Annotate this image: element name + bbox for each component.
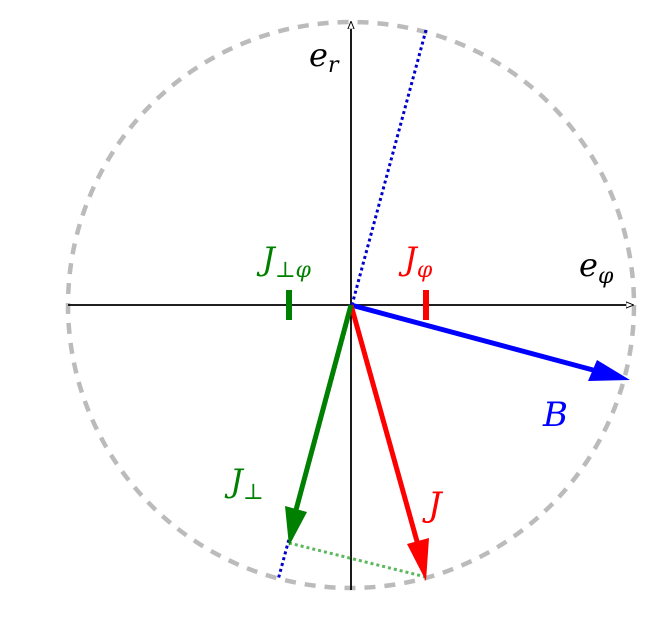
e-r-label: er — [309, 36, 340, 78]
b-label: B — [542, 395, 568, 435]
j-vector — [348, 304, 429, 581]
j-perp-phi-label: J⊥φ — [256, 240, 312, 283]
j-label: J — [422, 485, 444, 525]
b-vector — [350, 302, 630, 381]
j-perp-label: J⊥ — [224, 462, 264, 505]
e-phi-label: eφ — [579, 246, 614, 289]
projection-line — [288, 541, 427, 579]
j-perp-vector — [285, 304, 354, 546]
j-phi-label: Jφ — [398, 240, 433, 283]
